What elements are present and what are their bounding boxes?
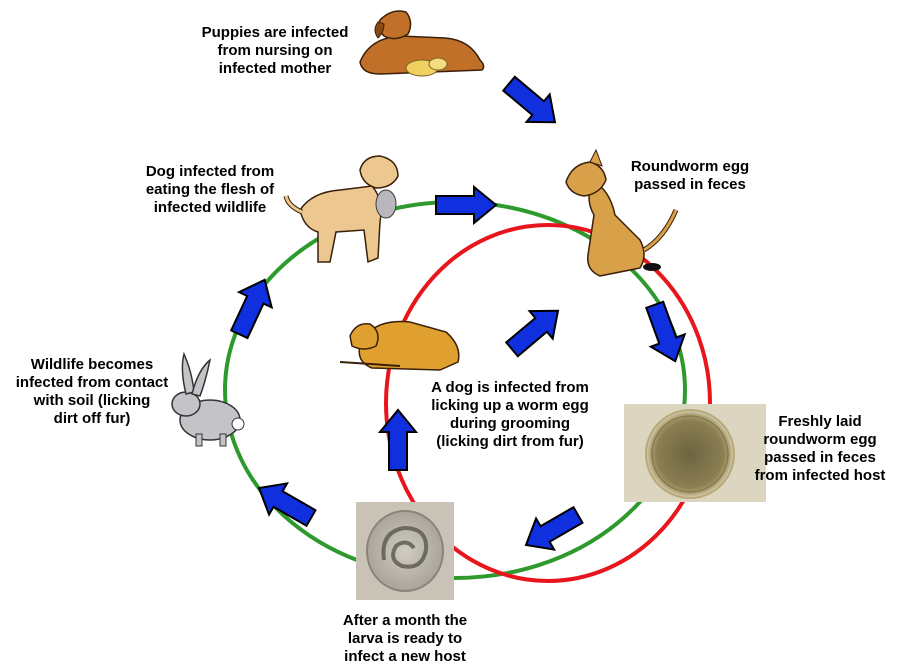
sitting-dog-image <box>565 148 679 277</box>
label-line: roundworm egg <box>763 431 877 448</box>
label-line: Wildlife becomes <box>30 356 154 373</box>
rabbit-image <box>171 351 245 447</box>
label-line: Puppies are infected <box>201 24 349 41</box>
label-line: infected wildlife <box>153 199 267 216</box>
red-cycle-circle <box>384 223 712 583</box>
label-grooming: A dog is infected from licking up a worm… <box>410 379 610 451</box>
label-line: with soil (licking <box>33 392 151 409</box>
label-line: A dog is infected from <box>431 379 589 396</box>
label-fresh-egg: Freshly laid roundworm egg passed in fec… <box>740 413 900 485</box>
arrow-grooming-to-dog <box>504 309 560 358</box>
dog-with-rabbit-image <box>283 155 399 264</box>
larva-egg-photo <box>356 502 454 600</box>
label-line: Roundworm egg <box>630 158 750 175</box>
label-line: After a month the <box>342 612 468 629</box>
label-line: from infected host <box>754 467 886 484</box>
label-line: during grooming <box>450 415 570 432</box>
label-line: from nursing on <box>217 42 333 59</box>
label-roundworm-passed: Roundworm egg passed in feces <box>615 158 765 194</box>
label-line: Dog infected from <box>145 163 275 180</box>
fresh-egg-photo <box>624 404 766 502</box>
label-wildlife: Wildlife becomes infected from contact w… <box>0 356 184 428</box>
nursing-mother-dog-image <box>359 10 485 77</box>
arrow-egg-to-larva <box>524 505 584 551</box>
label-larva: After a month the larva is ready to infe… <box>325 612 485 666</box>
label-line: licking up a worm egg <box>431 397 589 414</box>
grooming-dog-image <box>339 320 460 371</box>
arrow-puppies-to-dog <box>501 75 557 124</box>
label-puppies: Puppies are infected from nursing on inf… <box>190 24 360 78</box>
arrow-wildlife-to-dog <box>229 278 274 340</box>
label-line: Freshly laid <box>778 413 862 430</box>
arrow-dog-to-egg <box>645 300 687 363</box>
arrow-wildlife-dog-to-dog <box>435 184 498 226</box>
arrow-larva-to-wildlife <box>257 482 317 528</box>
label-line: infect a new host <box>344 648 466 665</box>
label-line: (licking dirt from fur) <box>436 433 584 450</box>
label-line: dirt off fur) <box>53 410 131 427</box>
arrow-larva-to-grooming-dog <box>377 408 419 471</box>
label-line: eating the flesh of <box>145 181 275 198</box>
label-line: passed in feces <box>634 176 746 193</box>
label-dog-wildlife: Dog infected from eating the flesh of in… <box>130 163 290 217</box>
label-line: passed in feces <box>764 449 876 466</box>
label-line: infected from contact <box>15 374 169 391</box>
label-line: larva is ready to <box>347 630 463 647</box>
label-line: infected mother <box>218 60 332 77</box>
